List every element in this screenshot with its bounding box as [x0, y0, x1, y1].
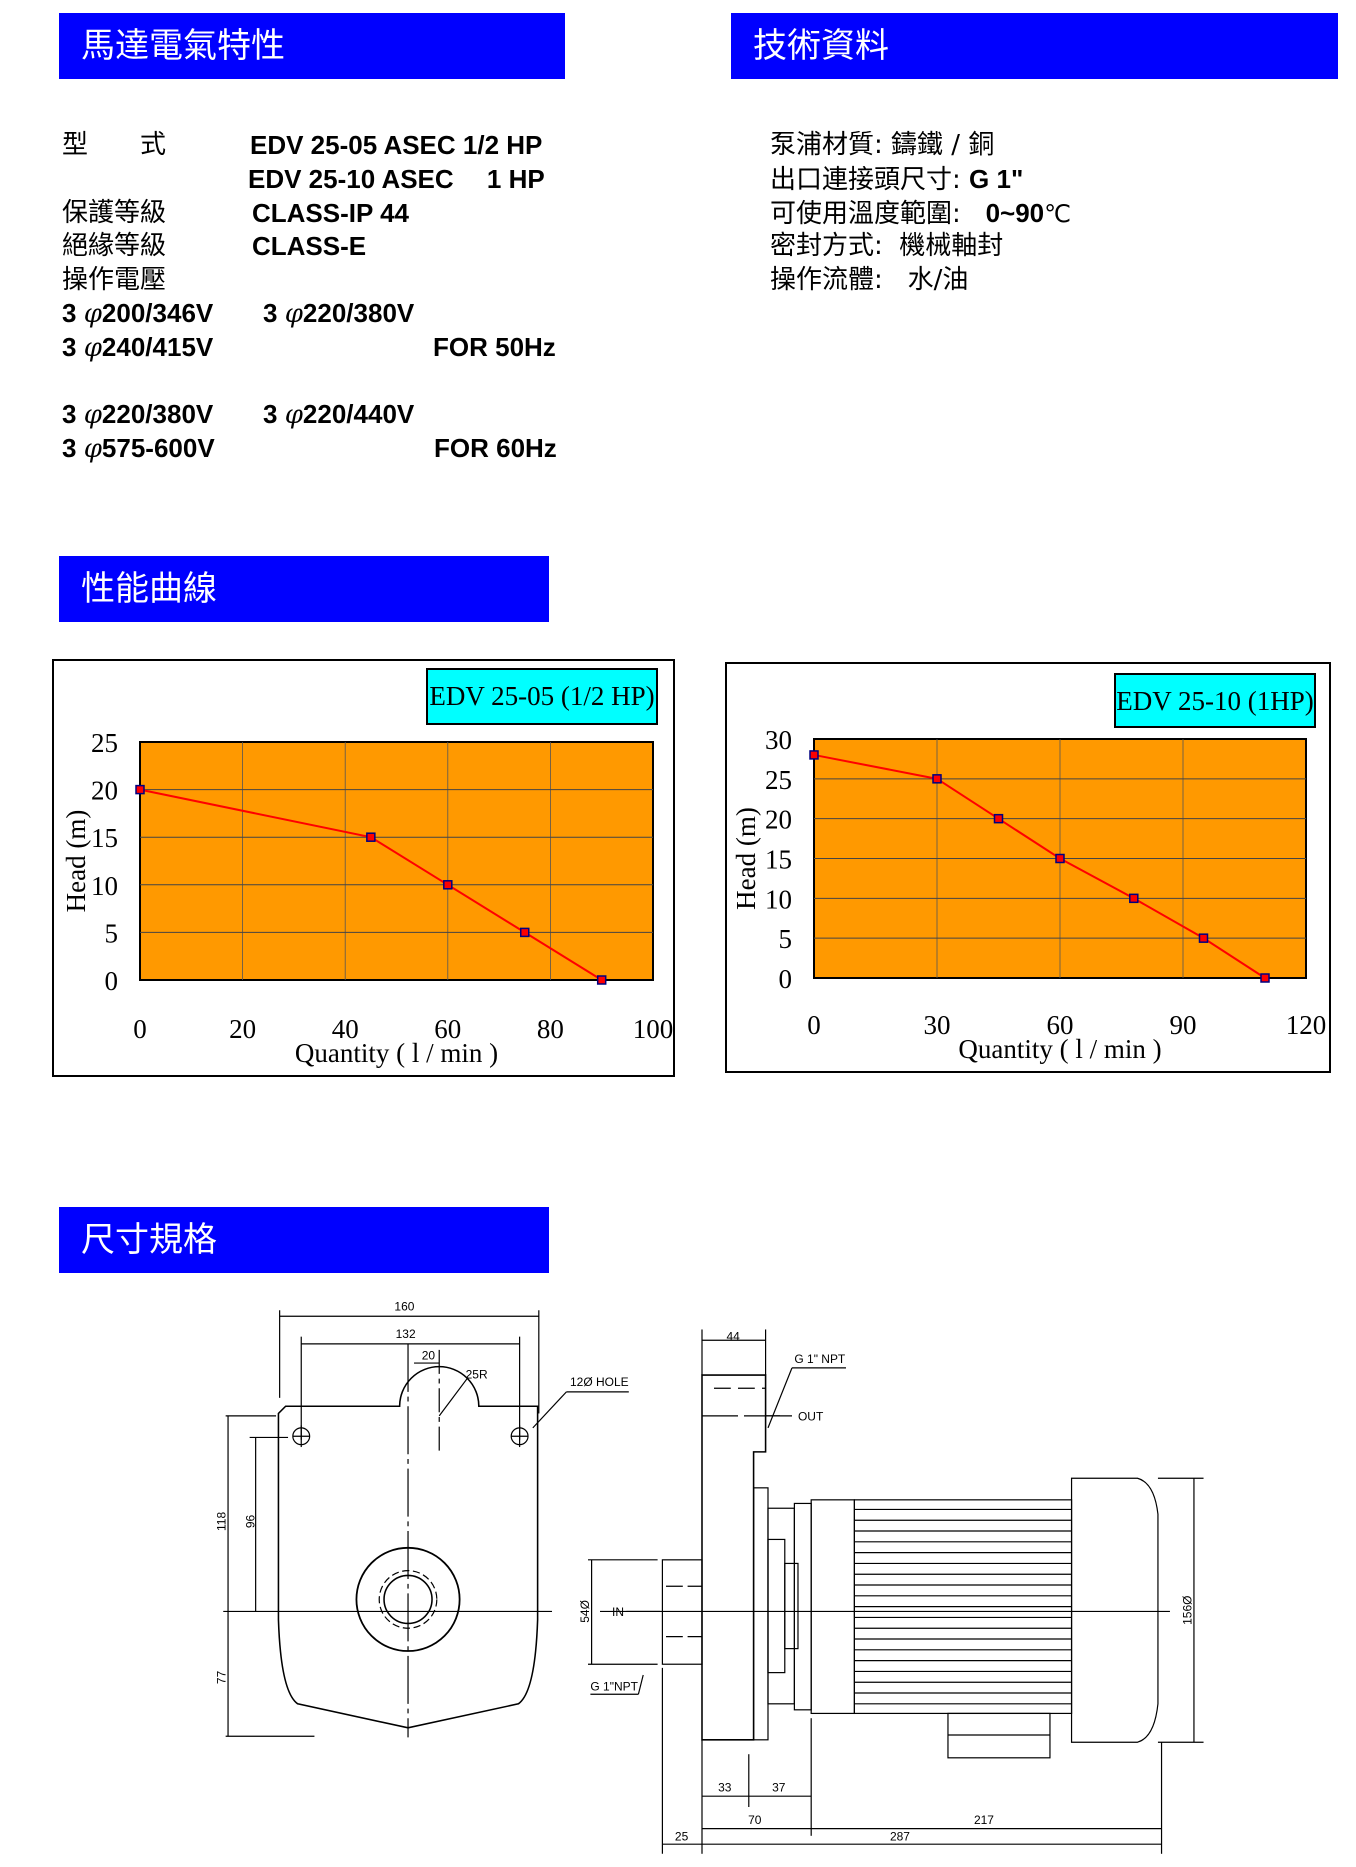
dim-77: 77: [215, 1670, 229, 1684]
phase-count: 3: [62, 433, 77, 463]
seal-label: 密封方式:: [770, 231, 883, 261]
outlet-value: G 1": [969, 164, 1024, 194]
phase-count: 3: [263, 298, 278, 328]
for-60hz: FOR 60Hz: [434, 433, 557, 463]
voltage-50-1: 3 φ200/346V: [62, 298, 213, 329]
voltage-value: 220/380V: [101, 399, 214, 429]
voltage-50-3: 3 φ240/415V: [62, 332, 213, 363]
section-header-dims: 尺寸規格: [59, 1207, 549, 1273]
model-2: EDV 25-10 ASEC 1 HP: [248, 164, 545, 194]
dim-54: 54Ø: [578, 1600, 592, 1623]
section-header-curve: 性能曲線: [59, 556, 549, 622]
outlet-label: 出口連接頭尺寸:: [770, 165, 961, 195]
chart-legend: EDV 25-05 (1/2 HP): [426, 668, 658, 725]
model-1: EDV 25-05 ASEC 1/2 HP: [250, 130, 543, 160]
dim-118: 118: [215, 1512, 229, 1531]
voltage-value: 220/440V: [302, 399, 415, 429]
material-row: 泵浦材質: 鑄鐵 / 銅: [770, 130, 994, 160]
dim-25: 25: [675, 1830, 689, 1844]
phi-symbol: φ: [83, 333, 102, 363]
model-label: 型 式: [62, 130, 167, 160]
protection-label: 保護等級: [62, 198, 167, 228]
seal-value: 機械軸封: [899, 231, 1004, 261]
inlet-thread-label: G 1"NPT: [590, 1680, 638, 1694]
dim-217: 217: [974, 1813, 994, 1827]
voltage-label: 操作電壓: [62, 265, 167, 295]
dim-96: 96: [243, 1514, 257, 1528]
phi-symbol: φ: [284, 299, 303, 329]
voltage-value: 575-600V: [101, 433, 215, 463]
dim-20: 20: [422, 1348, 436, 1362]
phase-count: 3: [62, 399, 77, 429]
dim-156: 156Ø: [1181, 1596, 1195, 1625]
phase-count: 3: [62, 332, 77, 362]
temp-value: 0~90: [985, 198, 1045, 228]
dim-160: 160: [394, 1299, 414, 1313]
dim-70: 70: [748, 1813, 762, 1827]
dim-37: 37: [772, 1780, 786, 1794]
section-header-tech: 技術資料: [731, 13, 1338, 79]
temp-label: 可使用溫度範圍:: [770, 199, 961, 229]
radius-25r: 25R: [466, 1368, 488, 1382]
voltage-60-2: 3 φ220/440V: [263, 399, 414, 430]
fluid-row: 操作流體: 水/油: [770, 265, 968, 295]
voltage-60-3: 3 φ575-600V: [62, 433, 215, 464]
fluid-value: 水/油: [907, 265, 969, 295]
phi-symbol: φ: [83, 400, 102, 430]
section-header-motor: 馬達電氣特性: [59, 13, 565, 79]
front-view: 160 132 20 25R 12Ø HOLE 118 96 77: [215, 1299, 629, 1738]
protection-value: CLASS-IP 44: [252, 198, 410, 228]
phi-symbol: φ: [284, 400, 303, 430]
phase-count: 3: [62, 298, 77, 328]
hole-label: 12Ø HOLE: [570, 1375, 629, 1389]
dim-44: 44: [727, 1329, 741, 1343]
material-value: 鑄鐵 / 銅: [891, 130, 995, 160]
in-label: IN: [612, 1605, 624, 1619]
phi-symbol: φ: [83, 434, 102, 464]
voltage-50-2: 3 φ220/380V: [263, 298, 414, 329]
dim-287: 287: [890, 1830, 910, 1844]
outlet-row: 出口連接頭尺寸: G 1": [770, 164, 1023, 195]
material-label: 泵浦材質:: [770, 130, 883, 160]
for-50hz: FOR 50Hz: [433, 332, 556, 362]
temp-unit: ℃: [1044, 202, 1072, 228]
insulation-value: CLASS-E: [252, 231, 367, 261]
phase-count: 3: [263, 399, 278, 429]
seal-row: 密封方式: 機械軸封: [770, 231, 1003, 261]
side-view: 44 G 1" NPT OUT IN G 1"NPT 54Ø 156Ø 33 3…: [578, 1329, 1204, 1854]
dim-33: 33: [718, 1780, 732, 1794]
temp-row: 可使用溫度範圍: 0~90℃: [770, 198, 1071, 230]
dim-132: 132: [396, 1327, 416, 1341]
chart-legend: EDV 25-10 (1HP): [1114, 673, 1316, 728]
insulation-label: 絕緣等級: [62, 231, 167, 261]
voltage-60-1: 3 φ220/380V: [62, 399, 213, 430]
outlet-thread-label: G 1" NPT: [794, 1352, 846, 1366]
fluid-label: 操作流體:: [770, 265, 883, 295]
voltage-value: 220/380V: [302, 298, 415, 328]
out-label: OUT: [798, 1410, 824, 1424]
phi-symbol: φ: [83, 299, 102, 329]
voltage-value: 240/415V: [101, 332, 214, 362]
motor-fins: [854, 1508, 1072, 1705]
voltage-value: 200/346V: [101, 298, 214, 328]
